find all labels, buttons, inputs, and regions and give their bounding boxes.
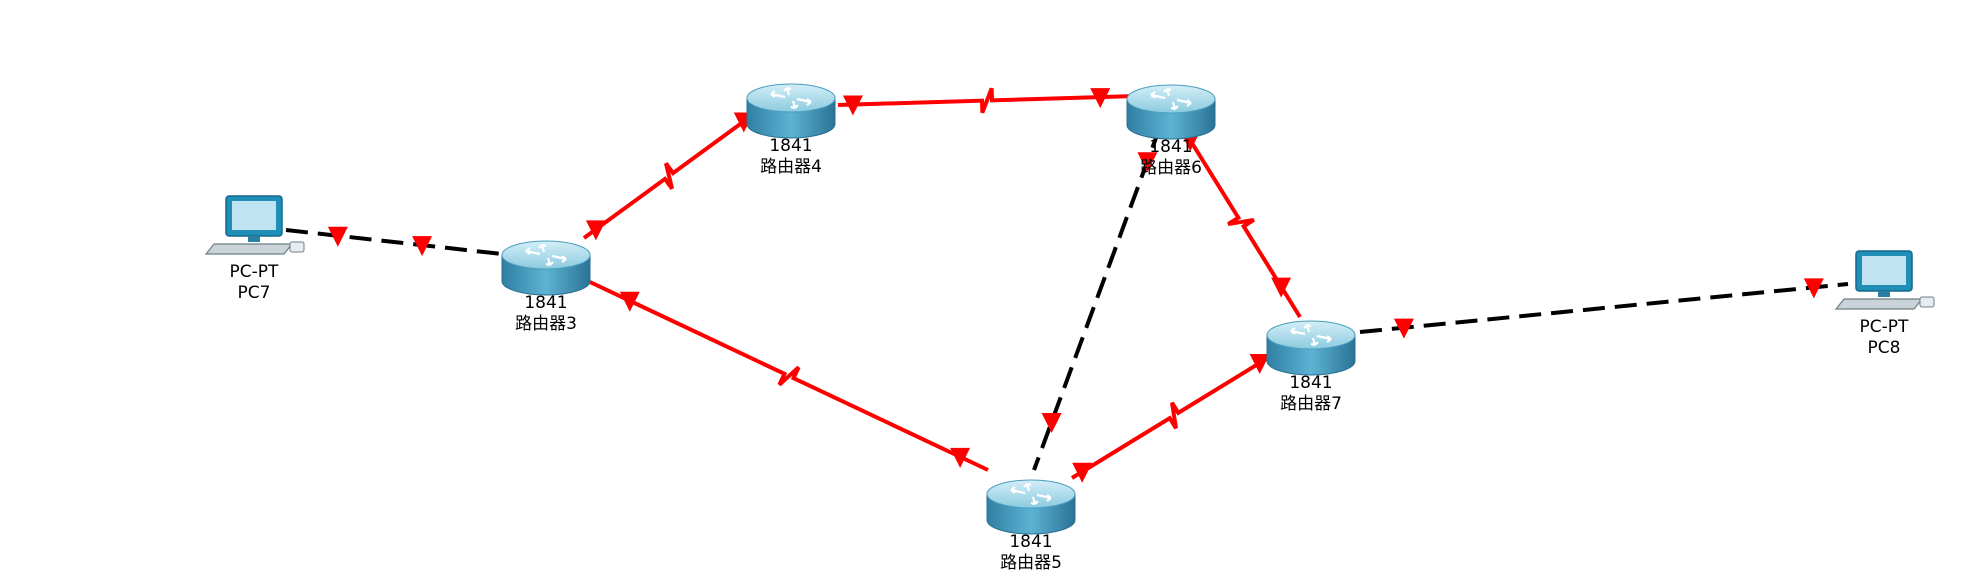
pc-icon[interactable] [1834, 250, 1935, 310]
router-icon[interactable] [501, 240, 591, 296]
device-model-label: 1841 [769, 136, 812, 156]
link-state-marker-r7-pc8-1 [1393, 318, 1414, 339]
device-name-label: PC8 [1868, 338, 1901, 358]
link-r4-r6-serial[interactable] [837, 87, 1137, 114]
device-model-label: PC-PT [1860, 317, 1910, 337]
device-model-label: PC-PT [230, 262, 280, 282]
router-icon[interactable] [746, 83, 836, 139]
link-state-marker-r3-r5-1 [619, 291, 640, 312]
link-r3-r4-serial[interactable] [582, 112, 756, 240]
device-model-label: 1841 [524, 293, 567, 313]
router-icon[interactable] [1266, 320, 1356, 376]
link-r6-r7-serial[interactable] [1180, 125, 1302, 319]
device-name-label: 路由器3 [515, 314, 577, 334]
link-r5-r7-serial[interactable] [1070, 351, 1278, 480]
pc-icon[interactable] [204, 195, 305, 255]
device-model-label: 1841 [1009, 532, 1052, 552]
device-name-label: 路由器7 [1280, 394, 1342, 414]
link-pc7-r3-ethernet[interactable] [285, 228, 503, 256]
link-state-marker-pc7-r3-2 [412, 236, 433, 257]
link-state-marker-r6-r5-2 [1041, 412, 1062, 433]
link-state-marker-r6-r5-1 [1137, 152, 1158, 173]
link-state-marker-r3-r4-1 [585, 220, 606, 241]
link-r6-r5-ethernet[interactable] [1032, 126, 1162, 471]
devices-layer: 1841路由器31841路由器41841路由器51841路由器61841路由器7… [204, 83, 1935, 573]
device-model-label: 1841 [1149, 137, 1192, 157]
links-layer [285, 87, 1849, 480]
link-r7-pc8-ethernet[interactable] [1359, 282, 1849, 334]
device-model-label: 1841 [1289, 373, 1332, 393]
device-name-label: PC7 [238, 283, 271, 303]
link-state-marker-r6-r7-2 [1271, 277, 1292, 298]
router-icon[interactable] [986, 479, 1076, 535]
router-icon[interactable] [1126, 84, 1216, 140]
link-state-marker-pc7-r3-1 [327, 226, 348, 247]
link-state-marker-r7-pc8-2 [1803, 278, 1824, 299]
link-r3-r5-serial[interactable] [589, 280, 989, 472]
link-state-marker-r5-r7-2 [1249, 354, 1270, 374]
link-state-marker-r4-r6-1 [842, 95, 863, 116]
link-state-marker-r3-r5-2 [950, 447, 971, 468]
device-name-label: 路由器6 [1140, 158, 1202, 178]
link-state-marker-r4-r6-2 [1090, 88, 1111, 109]
device-name-label: 路由器4 [760, 157, 822, 177]
device-name-label: 路由器5 [1000, 553, 1062, 573]
link-state-marker-r5-r7-1 [1072, 462, 1093, 483]
